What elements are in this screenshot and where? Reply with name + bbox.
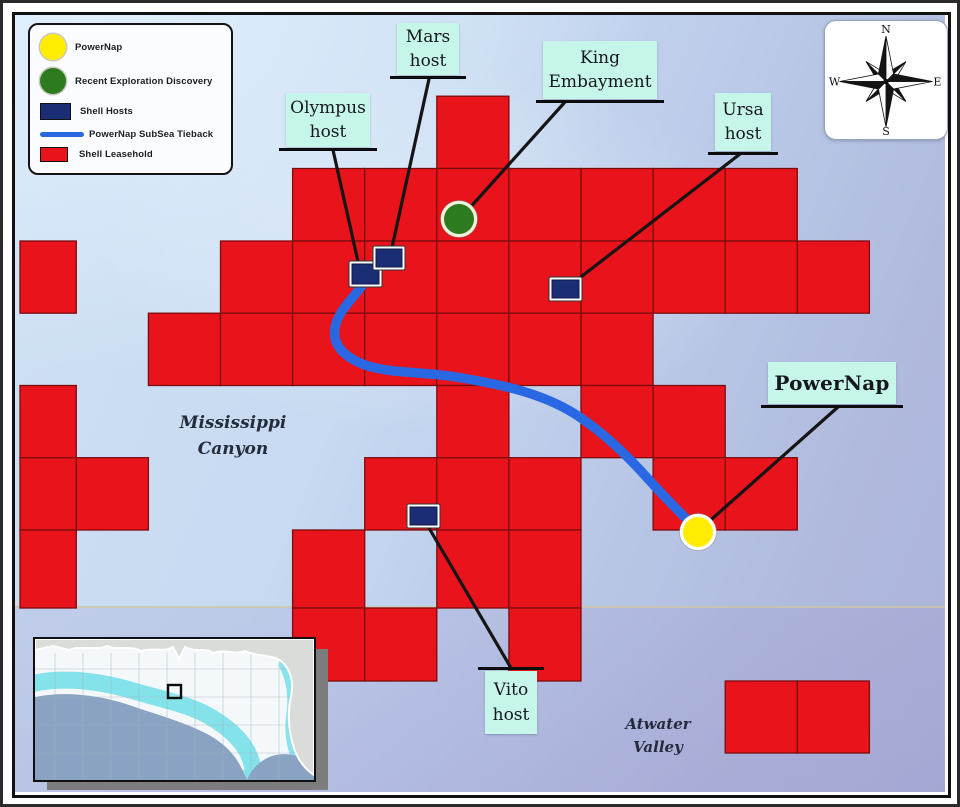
legend-label: Shell Leasehold — [79, 149, 153, 160]
olympus-host-label: Olympus host — [279, 93, 377, 151]
legend-row-leasehold: Shell Leasehold — [40, 147, 223, 162]
tieback-line-icon — [40, 132, 84, 137]
inset-location-box — [166, 683, 183, 700]
compass-rose: N E S W — [824, 20, 948, 140]
shelf-band — [26, 671, 264, 789]
legend-label: PowerNap SubSea Tieback — [89, 129, 214, 140]
legend-row-tieback: PowerNap SubSea Tieback — [40, 129, 223, 140]
compass-rose-icon: N E S W — [829, 23, 942, 138]
vito-host-label: Vito host — [478, 667, 544, 734]
legend-label: Recent Exploration Discovery — [75, 75, 213, 87]
inset-grid — [35, 653, 314, 780]
legend-row-discovery: Recent Exploration Discovery — [40, 68, 223, 94]
compass-e: E — [933, 76, 941, 89]
inset-land — [34, 638, 315, 777]
legend-row-hosts: Shell Hosts — [40, 103, 223, 120]
legend-label: PowerNap — [75, 41, 123, 53]
powernap-label: PowerNap — [761, 362, 903, 408]
shell-host-rect-icon — [40, 103, 71, 120]
mars-host-label: Mars host — [390, 23, 466, 79]
compass-w: W — [829, 76, 841, 89]
mississippi-canyon-label: Mississippi Canyon — [179, 413, 287, 460]
powernap-circle-icon — [40, 34, 66, 60]
ursa-host-label: Ursa host — [708, 93, 778, 155]
leasehold-rect-icon — [40, 147, 68, 162]
compass-s: S — [882, 125, 890, 138]
inset-gulf-map-art — [26, 638, 315, 789]
atwater-valley-label: Atwater Valley — [625, 715, 691, 757]
deep-water — [35, 694, 247, 780]
legend-label: Shell Hosts — [80, 106, 133, 117]
legend: PowerNap Recent Exploration Discovery Sh… — [28, 23, 233, 175]
legend-row-powernap: PowerNap — [40, 34, 223, 60]
discovery-circle-icon — [40, 68, 66, 94]
king-embayment-label: King Embayment — [536, 41, 664, 103]
inset-gulf-map — [26, 637, 316, 789]
compass-n: N — [881, 23, 891, 36]
